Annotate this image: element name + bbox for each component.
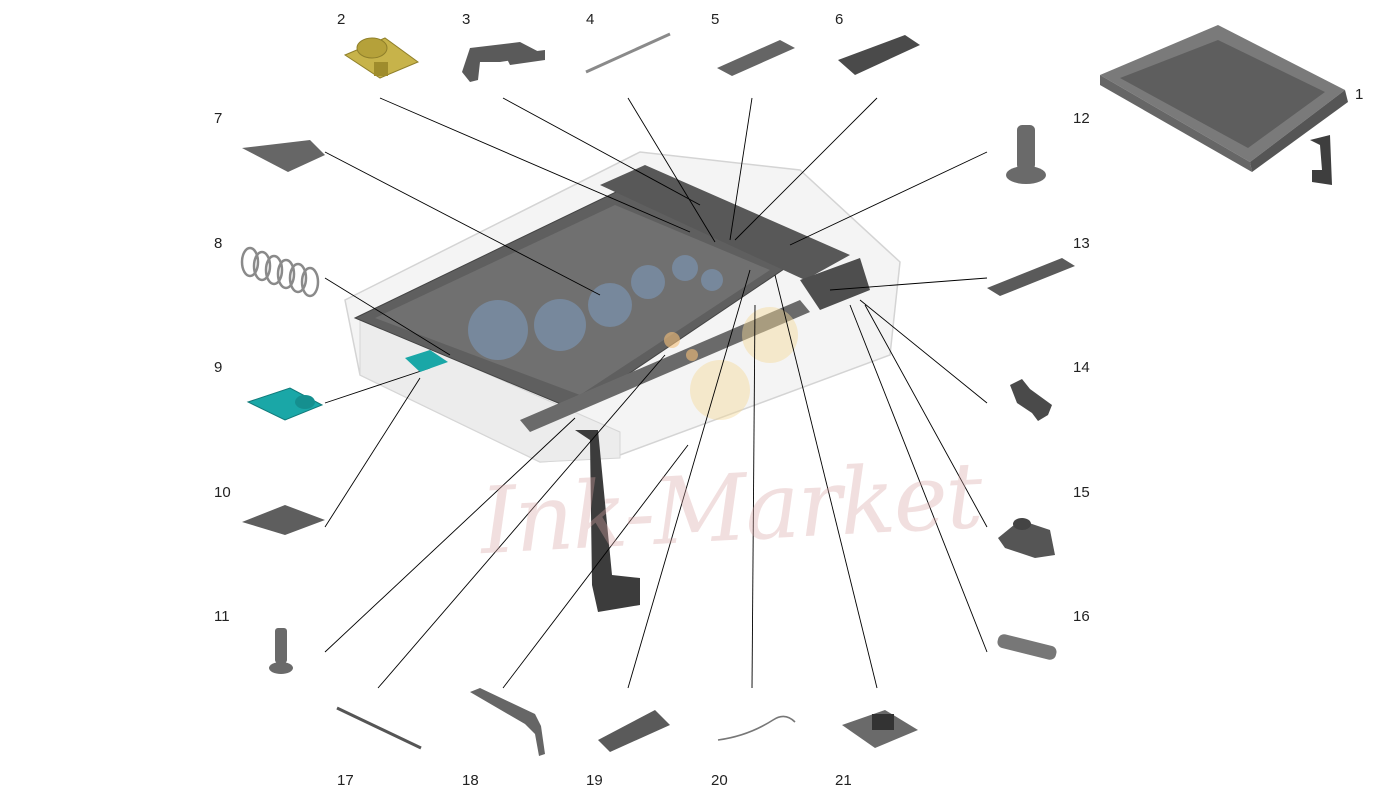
right-mechanism bbox=[800, 258, 870, 310]
part-17-rod bbox=[336, 706, 422, 750]
callout-1: 1 bbox=[1355, 86, 1364, 103]
part-10-pad bbox=[242, 505, 325, 535]
part-5-plate bbox=[717, 40, 795, 76]
part-8-spring bbox=[240, 246, 320, 298]
part-2-motor bbox=[343, 37, 420, 79]
wm-dot bbox=[468, 300, 528, 360]
wm-dot bbox=[631, 265, 665, 299]
part-13-pad bbox=[987, 258, 1075, 296]
callout-9: 9 bbox=[214, 359, 223, 376]
part-4-shaft bbox=[585, 32, 671, 74]
wm-dot bbox=[534, 299, 586, 351]
wm-dot bbox=[686, 349, 698, 361]
part-19-plate bbox=[598, 710, 670, 752]
wm-dot bbox=[690, 360, 750, 420]
part-1-scanner-unit bbox=[1100, 25, 1348, 185]
callout-10: 10 bbox=[214, 484, 231, 501]
part-9-clip bbox=[246, 387, 324, 421]
callout-15: 15 bbox=[1073, 484, 1090, 501]
callout-4: 4 bbox=[586, 11, 595, 28]
part-16-spring bbox=[997, 634, 1057, 660]
part-7-pad bbox=[242, 140, 325, 172]
callout-18: 18 bbox=[462, 772, 479, 789]
callout-3: 3 bbox=[462, 11, 471, 28]
callout-8: 8 bbox=[214, 235, 223, 252]
wm-dot bbox=[742, 307, 798, 363]
ribbon-cable bbox=[575, 430, 640, 612]
part-12-foot bbox=[1006, 125, 1046, 184]
callout-12: 12 bbox=[1073, 110, 1090, 127]
back-rail bbox=[600, 165, 850, 280]
wm-dot bbox=[664, 332, 680, 348]
callout-14: 14 bbox=[1073, 359, 1090, 376]
callout-19: 19 bbox=[586, 772, 603, 789]
wm-dot bbox=[701, 269, 723, 291]
front-rail bbox=[520, 300, 810, 432]
part-18-lever bbox=[470, 688, 545, 756]
part-20-wire bbox=[717, 715, 796, 741]
callout-5: 5 bbox=[711, 11, 720, 28]
callout-13: 13 bbox=[1073, 235, 1090, 252]
callout-6: 6 bbox=[835, 11, 844, 28]
callout-20: 20 bbox=[711, 772, 728, 789]
callout-7: 7 bbox=[214, 110, 223, 127]
callout-11: 11 bbox=[214, 608, 230, 625]
callout-17: 17 bbox=[337, 772, 354, 789]
callout-16: 16 bbox=[1073, 608, 1090, 625]
part-6-carriage bbox=[838, 35, 920, 75]
callout-21: 21 bbox=[835, 772, 852, 789]
callout-2: 2 bbox=[337, 11, 346, 28]
part-3-bracket bbox=[462, 42, 545, 82]
wm-dot bbox=[588, 283, 632, 327]
part-21-module bbox=[842, 710, 918, 748]
wm-dot bbox=[672, 255, 698, 281]
leader-lines bbox=[324, 97, 988, 689]
part-11-foot bbox=[269, 628, 293, 674]
main-scanner-assembly bbox=[344, 151, 901, 612]
assembly-teal-piece bbox=[405, 350, 448, 372]
part-15-hinge bbox=[998, 518, 1055, 558]
part-14-hook bbox=[1010, 379, 1052, 421]
